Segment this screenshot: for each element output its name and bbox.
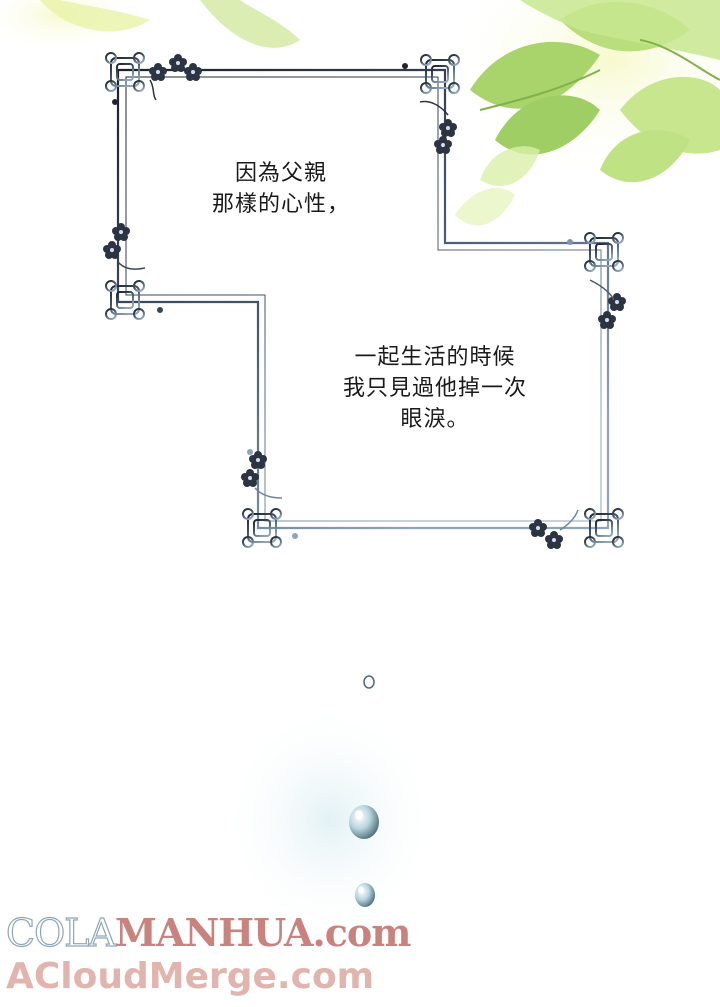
watermark-colamanhua: COLAMANHUA.com — [5, 910, 412, 956]
plum-blossom-icon — [149, 63, 167, 81]
plum-blossom-icon — [169, 54, 187, 72]
knot-ornament-icon — [105, 52, 145, 92]
knot-ornament-icon — [584, 232, 624, 272]
narration-caption-top: 因為父親 那樣的心性， — [196, 158, 366, 220]
water-droplet-icon — [355, 883, 375, 907]
watermark-acloudmerge: ACloudMerge.com — [6, 956, 375, 997]
watermark-part: MANHUA.com — [114, 910, 412, 955]
knot-ornament-icon — [105, 280, 145, 320]
plum-blossom-icon — [529, 519, 547, 537]
caption-line: 一起生活的時候 — [354, 345, 516, 370]
knot-ornament-icon — [242, 508, 282, 548]
caption-line: 眼淚。 — [400, 407, 470, 432]
foliage-background — [0, 0, 720, 226]
plum-blossom-icon — [545, 531, 563, 549]
plum-blossom-icon — [184, 63, 202, 81]
water-droplet-icon — [349, 805, 379, 839]
watermark-part: COLA — [5, 910, 116, 955]
plum-blossom-icon — [434, 136, 452, 154]
mist-glow — [220, 700, 440, 940]
plum-blossom-icon — [112, 223, 130, 241]
plum-blossom-cluster — [103, 54, 626, 549]
knot-ornament-icon — [584, 508, 624, 548]
caption-line: 我只見過他掉一次 — [342, 376, 527, 401]
plum-blossom-icon — [439, 119, 457, 137]
narration-caption-bottom: 一起生活的時候 我只見過他掉一次 眼淚。 — [310, 342, 560, 435]
plum-blossom-icon — [241, 469, 259, 487]
caption-line: 那樣的心性， — [211, 192, 350, 217]
caption-line: 因為父親 — [234, 161, 327, 186]
water-droplet-icon — [363, 675, 375, 689]
